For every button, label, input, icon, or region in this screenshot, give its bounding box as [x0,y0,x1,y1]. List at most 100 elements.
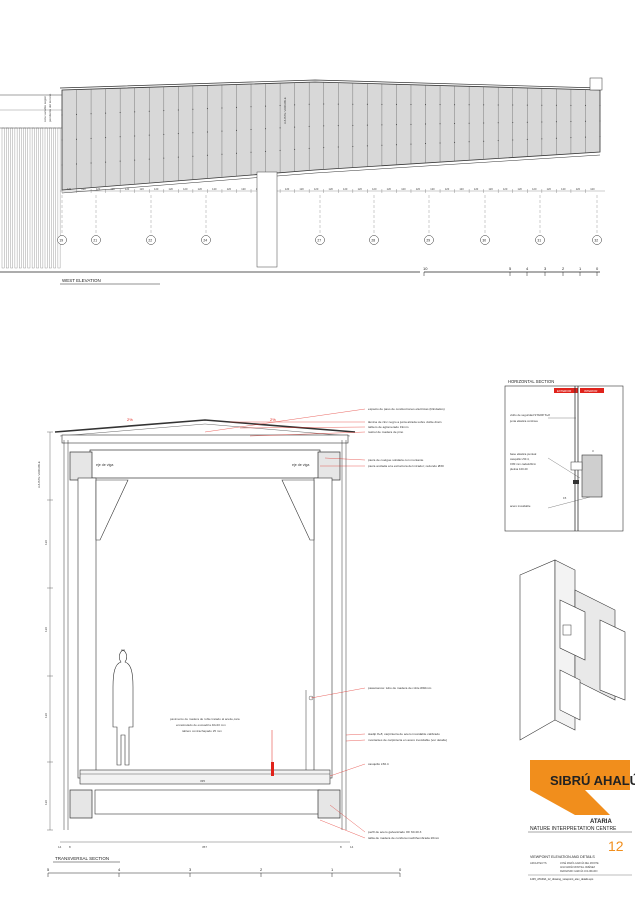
fixing [279,149,281,151]
fixing [134,135,136,137]
fixing [337,125,339,127]
axis-bubble [91,235,101,245]
slat [53,127,56,269]
fixing [323,147,325,149]
bottom-rail [61,154,601,194]
fixing [90,162,92,164]
fixing [294,104,296,106]
slat [57,127,61,269]
fixing [206,108,208,110]
fixing [570,104,572,106]
module-dim: 120 [96,187,101,191]
fixing [119,111,121,113]
fixing [497,122,499,124]
slat [14,127,18,269]
beam-axis-right: eje de viga [292,463,309,467]
section-note-leader [319,819,366,839]
fixing [76,163,78,165]
scale-number: 0 [596,266,599,271]
fixing [425,104,427,106]
axis-bubble [369,235,379,245]
section-note: lámina de zinc negro a junta alzada sobr… [368,420,442,424]
slat [44,127,48,269]
hsection-note: l=80 mm cada120cm [510,462,537,466]
module-dim: 120 [227,187,232,191]
fixing [279,127,281,129]
fixing [381,124,383,126]
scale-number: 5 [509,266,512,271]
fixing [483,140,485,142]
architect-1: JOSÉ MARÍA GARCÍA DEL MONTE [560,862,599,865]
axis-bubble [57,235,67,245]
axis-bubble [315,235,325,245]
fixing [148,158,150,160]
section-scale-number: 3 [189,867,192,872]
module-dim: 120 [387,187,392,191]
fixing [61,114,63,116]
axis-bubble [201,235,211,245]
module-dim: 120 [561,187,566,191]
axis-bubble [424,235,434,245]
axis-label: 28 [371,239,375,243]
section-note: pasamanos: tubo de madera de roble Ø40mm [368,686,432,690]
fixing [454,123,456,125]
floor-deck [79,769,331,785]
section-note-leader [324,457,366,461]
section-note-leader [329,804,366,833]
fixing [526,121,528,123]
fixing [584,104,586,106]
sheet-number: 12 [608,838,624,854]
section-note-leader [310,687,366,699]
upper-beam [89,449,321,479]
fixing [584,136,586,138]
slat [23,127,26,269]
fixing [541,121,543,123]
horizontal-section-title: HORIZONTAL SECTION [508,379,554,384]
fixing [177,156,179,158]
fixing [279,105,281,107]
fixing [134,159,136,161]
fixing [599,120,601,122]
scale-number: 4 [526,266,529,271]
fixing [439,142,441,144]
edge-dim-left-2: 8 [69,845,71,849]
module-dim: 120 [358,187,363,191]
section-note: rastrel de madera de pino [368,430,404,434]
hsection-leader [547,496,591,509]
section-note: tabla de madera de conífera machihembrad… [368,836,440,840]
slat [49,127,52,269]
fixing [483,122,485,124]
section-level-label: AJUSTE VARIABLE [37,461,41,488]
fixing [221,153,223,155]
west-elevation-title: WEST ELEVATION [62,278,101,283]
fixing [105,137,107,139]
fixing [221,107,223,109]
axis-label: 24 [203,239,207,243]
slat [40,127,44,269]
elevation-left-note-1: cota variable según [43,96,47,122]
section-scale-number: 0 [399,867,402,872]
tag-interior-bg [580,388,604,393]
fixing [206,154,208,156]
scale-number: 2 [562,266,565,271]
slat [31,127,35,269]
module-dim: 120 [183,187,188,191]
axis-bubble [146,235,156,245]
elevation-left-note-2: pendiente del terreno [48,93,52,122]
fixing [235,129,237,131]
fixing [584,120,586,122]
tag-exterior-bg [554,388,578,393]
axis-label: 30 [482,239,486,243]
fixing [105,112,107,114]
fixing [395,103,397,105]
slat [1,127,5,269]
fixing [90,113,92,115]
hsection-note: junta elástica continua [509,419,538,423]
fixing [235,106,237,108]
section-note: montantes de carpintería en acero inoxid… [368,738,447,742]
module-dim: 120 [459,187,464,191]
horizontal-section: HORIZONTAL SECTION EXTERIOR INTERIOR vid… [504,379,624,532]
scale-number: 10 [423,266,428,271]
fixing [599,136,601,137]
